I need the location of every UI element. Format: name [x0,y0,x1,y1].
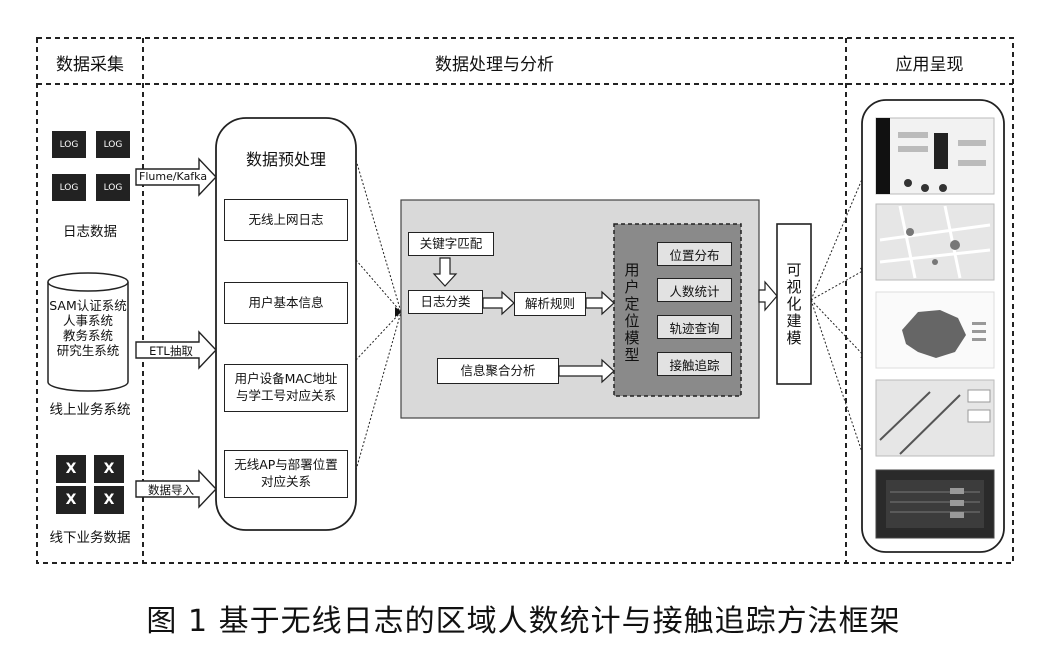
column-title-process: 数据处理与分析 [435,55,554,75]
preprocess-item: 用户设备MAC地址 与学工号对应关系 [224,364,348,412]
preprocess-item: 无线AP与部署位置 对应关系 [224,450,348,498]
log-data-label: 日志数据 [63,224,117,240]
screenshot-thumb-2 [875,203,995,281]
excel-file-icon: X [94,486,124,514]
model-item: 轨迹查询 [657,315,732,339]
keyword-match-box: 关键字匹配 [408,232,494,256]
model-item: 人数统计 [657,278,732,302]
model-item: 位置分布 [657,242,732,266]
parse-model-arrow [585,290,615,316]
column-title-present: 应用呈现 [895,55,964,75]
visual-modeling-label: 可视化建模 [784,261,803,347]
screenshot-thumb-3 [875,291,995,369]
log-file-icon: LOG [52,174,86,201]
database-system-item: SAM认证系统 [49,298,127,313]
aggregate-model-arrow [558,358,615,384]
preprocess-item: 无线上网日志 [224,199,348,241]
online-system-label: 线上业务系统 [49,402,131,418]
log-classify-box: 日志分类 [408,290,483,314]
import-arrow [135,469,217,509]
preprocess-title: 数据预处理 [245,150,326,169]
visual-frame [776,223,812,385]
excel-file-icon: X [56,486,86,514]
classify-parse-arrow [482,290,515,316]
import-arrow-label: 数据导入 [148,483,194,497]
preprocess-item: 用户基本信息 [224,282,348,324]
screenshot-thumb-5 [875,469,995,539]
flume-arrow [135,157,217,197]
log-file-icon: LOG [52,131,86,158]
log-file-icon: LOG [96,174,130,201]
screenshot-thumb-1 [875,117,995,195]
parse-rules-box: 解析规则 [514,292,586,316]
outer-frame [36,37,1014,564]
database-system-item: 教务系统 [62,328,113,343]
database-icon [47,272,129,392]
aggregate-analysis-box: 信息聚合分析 [437,358,559,384]
database-system-item: 研究生系统 [56,343,120,358]
log-file-icon: LOG [96,131,130,158]
location-model-title: 用户定位模型 [622,262,641,364]
figure-caption: 图 1 基于无线日志的区域人数统计与接触追踪方法框架 [146,604,901,639]
database-systems-list: SAM认证系统 人事系统 教务系统 研究生系统 [40,298,136,358]
etl-arrow [135,330,217,370]
excel-file-icon: X [94,455,124,483]
model-item: 接触追踪 [657,352,732,376]
etl-arrow-label: ETL抽取 [149,344,193,358]
offline-data-label: 线下业务数据 [49,530,131,546]
analysis-visual-arrow [758,280,778,312]
keyword-down-arrow [432,257,458,287]
database-system-item: 人事系统 [62,313,113,328]
flume-arrow-label: Flume/Kafka [139,170,208,183]
excel-file-icon: X [56,455,86,483]
column-title-collect: 数据采集 [56,55,124,75]
screenshot-thumb-4 [875,379,995,457]
